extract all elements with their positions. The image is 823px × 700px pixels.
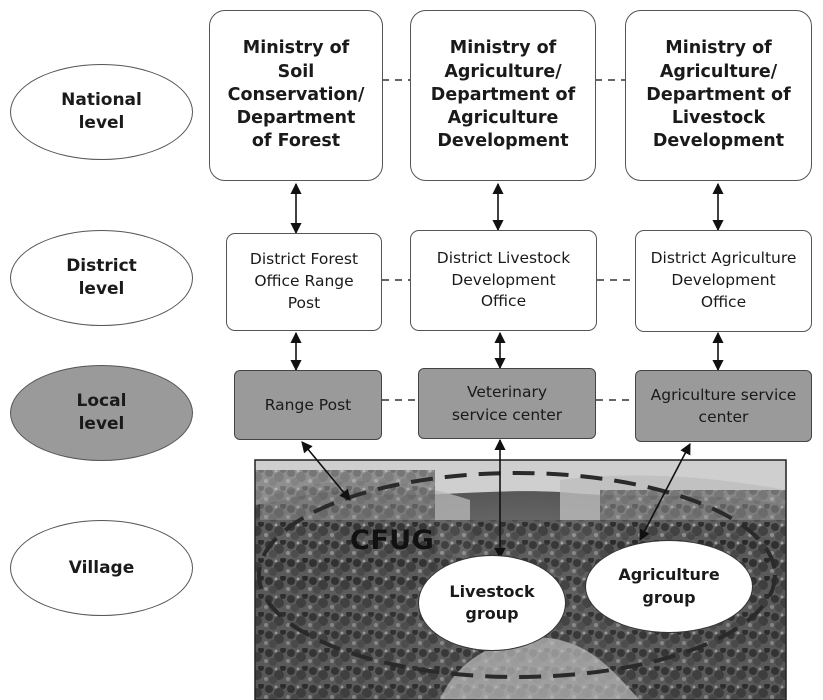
national-box-soil-conservation: Ministry of Soil Conservation/ Departmen… bbox=[209, 10, 383, 181]
district-box-forest-office: District Forest Office Range Post bbox=[226, 233, 382, 331]
arrow-agriservice-agrigroup bbox=[639, 443, 691, 541]
local-box-agriculture-service-center: Agriculture service center bbox=[635, 370, 812, 442]
level-village: Village bbox=[10, 520, 193, 616]
livestock-group: Livestock group bbox=[418, 555, 566, 651]
cfug-label: CFUG bbox=[350, 525, 435, 556]
cfug-boundary bbox=[257, 471, 777, 679]
level-national: National level bbox=[10, 64, 193, 160]
level-local: Local level bbox=[10, 365, 193, 461]
local-box-veterinary-center: Veterinary service center bbox=[418, 368, 596, 439]
level-district: District level bbox=[10, 230, 193, 326]
local-box-range-post: Range Post bbox=[234, 370, 382, 440]
national-box-agriculture-development: Ministry of Agriculture/ Department of A… bbox=[410, 10, 596, 181]
arrow-rangepost-cfug bbox=[301, 441, 351, 501]
agriculture-group: Agriculture group bbox=[585, 540, 753, 633]
district-box-livestock-office: District Livestock Development Office bbox=[410, 230, 597, 331]
district-box-agriculture-office: District Agriculture Development Office bbox=[635, 230, 812, 332]
national-box-livestock-development: Ministry of Agriculture/ Department of L… bbox=[625, 10, 812, 181]
